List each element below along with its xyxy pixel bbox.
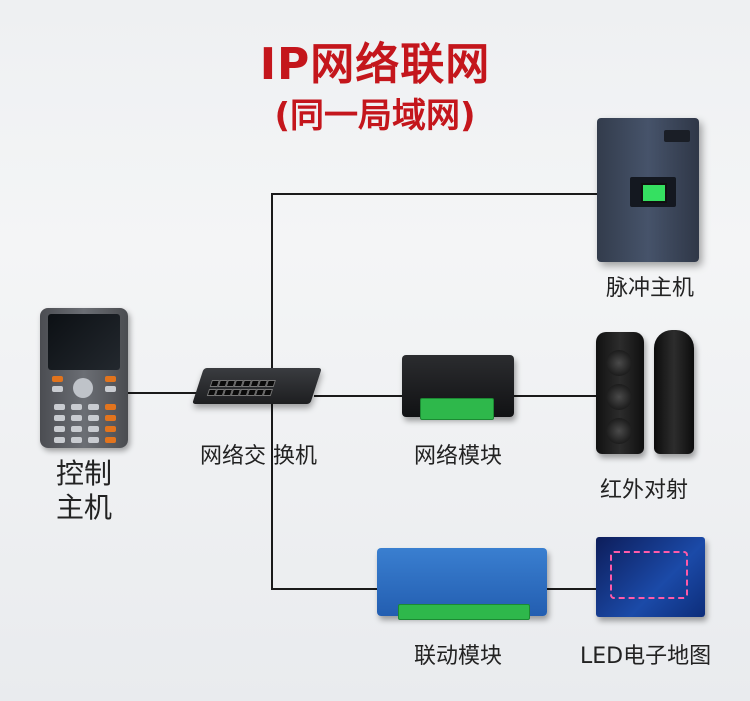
key bbox=[52, 386, 63, 392]
key bbox=[88, 426, 99, 432]
port bbox=[263, 389, 273, 396]
network-switch-label: 网络交 换机 bbox=[200, 438, 317, 470]
led-map-label: LED电子地图 bbox=[580, 638, 711, 670]
key bbox=[88, 404, 99, 410]
pulse-host-label: 脉冲主机 bbox=[606, 270, 694, 302]
key bbox=[54, 404, 65, 410]
ir-beam-transmitter bbox=[596, 332, 644, 454]
line-trunk-to-pulse bbox=[271, 193, 597, 195]
key bbox=[52, 376, 63, 382]
network-module-terminal bbox=[420, 398, 494, 420]
key bbox=[71, 426, 82, 432]
dpad-icon bbox=[73, 378, 93, 398]
key bbox=[105, 404, 116, 410]
diagram-title: IP网络联网 bbox=[0, 28, 750, 92]
key bbox=[105, 415, 116, 421]
led-map-display bbox=[596, 537, 705, 617]
key bbox=[105, 386, 116, 392]
line-ctrl-to-switch bbox=[127, 392, 201, 394]
key bbox=[71, 415, 82, 421]
led-map-outline bbox=[610, 551, 688, 599]
pulse-host-lcd bbox=[641, 183, 667, 203]
lens bbox=[606, 418, 632, 444]
control-host-label: 控制 主机 bbox=[44, 457, 124, 525]
pulse-host-indicator bbox=[664, 130, 690, 142]
port bbox=[266, 380, 276, 387]
key bbox=[105, 437, 116, 443]
line-netmod-to-ir bbox=[514, 395, 597, 397]
key bbox=[105, 376, 116, 382]
key bbox=[88, 415, 99, 421]
line-linkage-to-ledmap bbox=[547, 588, 597, 590]
key bbox=[54, 415, 65, 421]
linkage-module-terminal bbox=[398, 604, 530, 620]
line-trunk-to-linkage bbox=[271, 588, 379, 590]
key bbox=[105, 426, 116, 432]
linkage-module-label: 联动模块 bbox=[414, 638, 502, 670]
lens bbox=[606, 384, 632, 410]
lens bbox=[606, 350, 632, 376]
network-switch-device bbox=[192, 368, 322, 404]
key bbox=[54, 426, 65, 432]
control-host-label-line1: 控制 bbox=[44, 457, 124, 491]
control-host-device bbox=[40, 308, 128, 448]
network-module-label: 网络模块 bbox=[414, 438, 502, 470]
line-switch-to-netmod bbox=[314, 395, 404, 397]
key bbox=[71, 437, 82, 443]
key bbox=[54, 437, 65, 443]
ir-beam-label: 红外对射 bbox=[600, 472, 688, 504]
control-host-screen bbox=[48, 314, 120, 370]
key bbox=[88, 437, 99, 443]
control-host-label-line2: 主机 bbox=[44, 491, 124, 525]
ir-beam-receiver bbox=[654, 330, 694, 454]
key bbox=[71, 404, 82, 410]
